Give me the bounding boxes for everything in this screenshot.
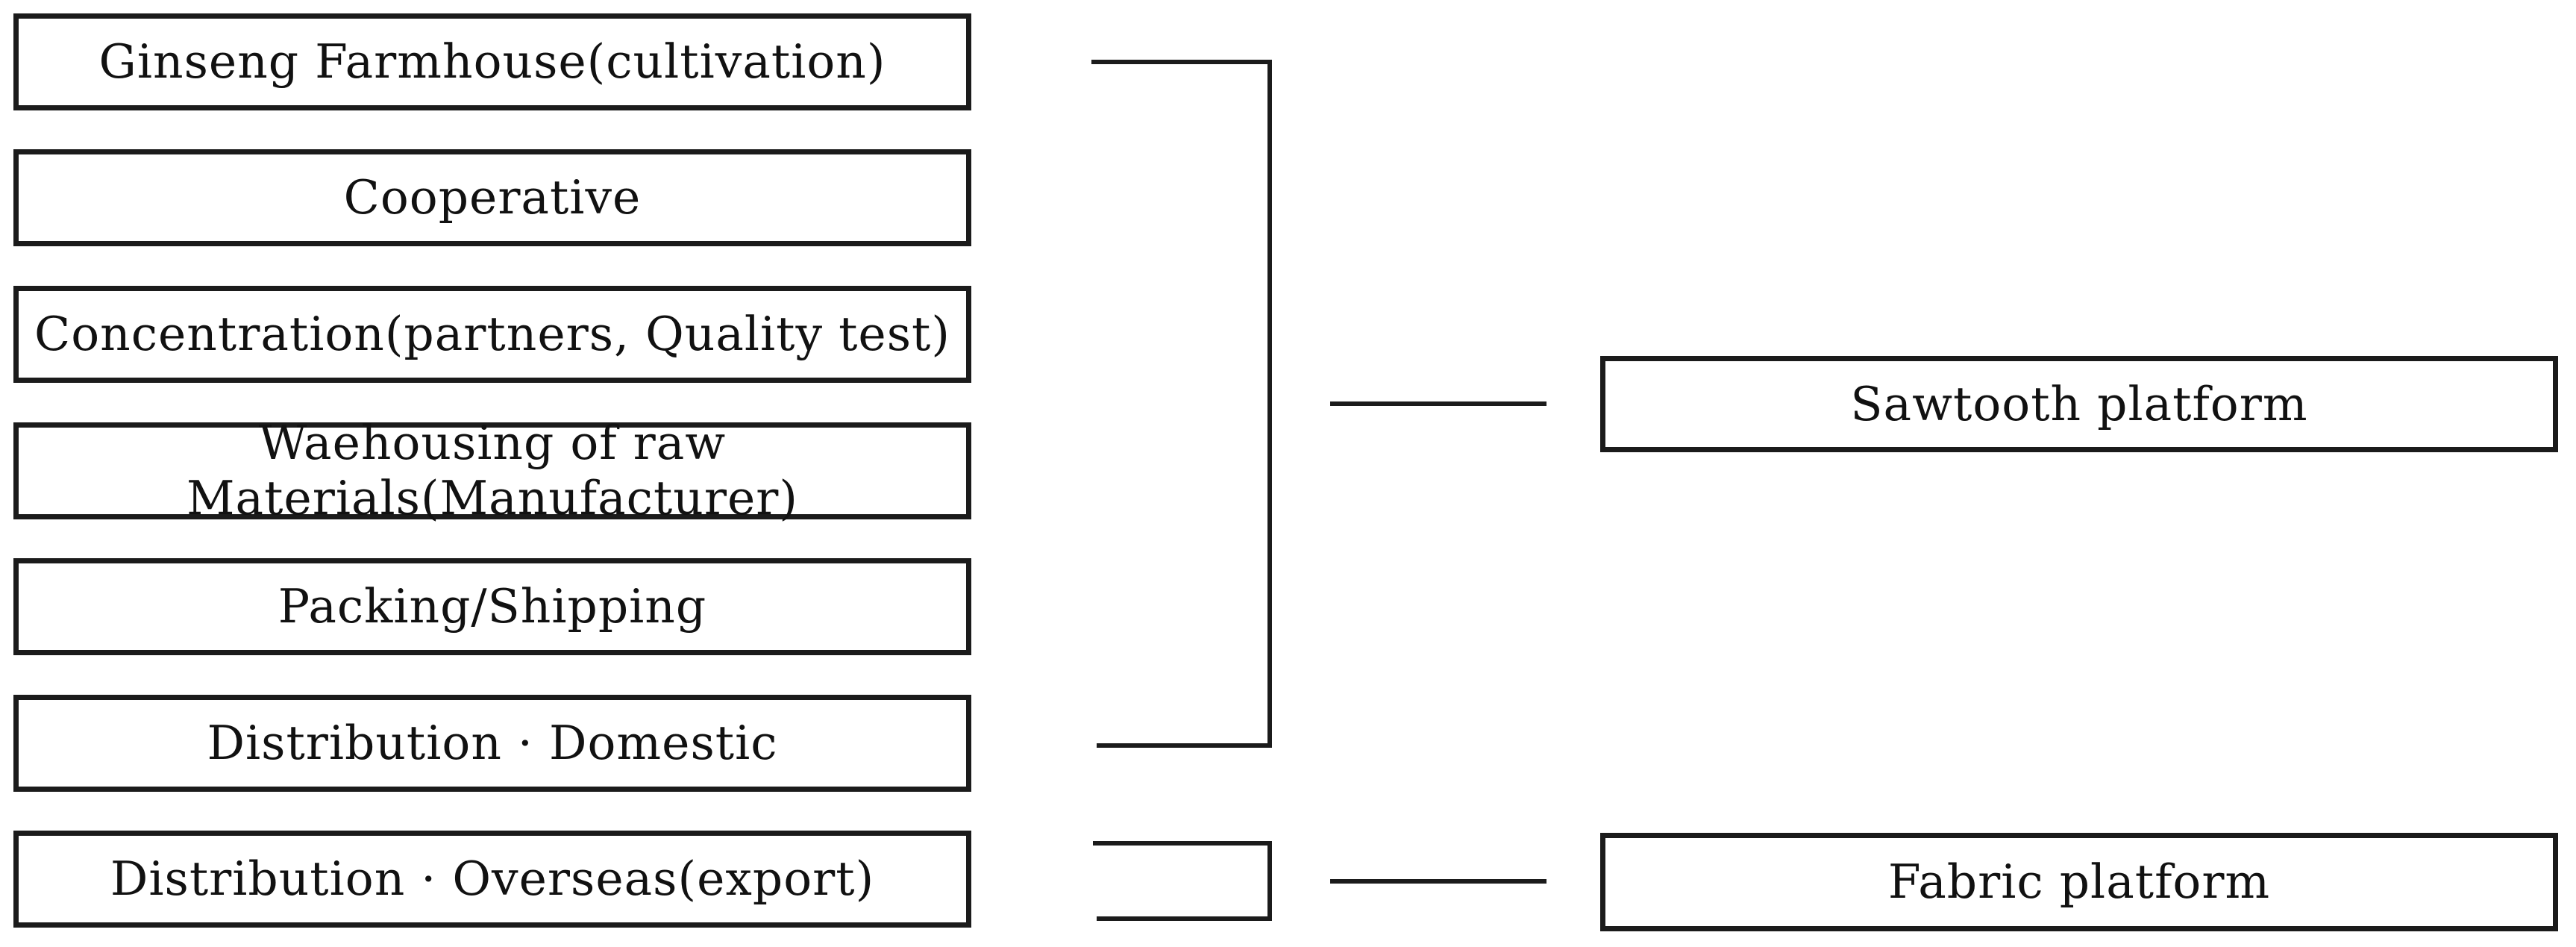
box-ginseng-farmhouse: Ginseng Farmhouse(cultivation): [13, 13, 971, 110]
sawtooth-connector-line: [1330, 401, 1546, 406]
fabric-connector-line: [1330, 879, 1546, 884]
box-label: Cooperative: [343, 170, 642, 225]
small-bracket-bottom-line: [1097, 916, 1272, 921]
small-bracket-vertical-line: [1267, 841, 1272, 921]
box-warehousing-raw-materials: Waehousing of raw Materials(Manufacturer…: [13, 416, 971, 525]
box-label-line-2: Materials(Manufacturer): [187, 471, 798, 525]
box-label: Concentration(partners, Quality test): [34, 307, 950, 361]
box-label: Distribution · Overseas(export): [110, 851, 875, 906]
box-fabric-platform: Fabric platform: [1600, 833, 2558, 931]
box-label-line-1: Waehousing of raw: [258, 416, 727, 470]
box-sawtooth-platform: Sawtooth platform: [1600, 356, 2558, 452]
bracket-bottom-line: [1097, 743, 1272, 748]
box-concentration: Concentration(partners, Quality test): [13, 286, 971, 383]
box-distribution-overseas: Distribution · Overseas(export): [13, 831, 971, 928]
box-label: Packing/Shipping: [278, 579, 707, 634]
box-label: Fabric platform: [1887, 854, 2271, 909]
box-label: Ginseng Farmhouse(cultivation): [98, 34, 886, 89]
box-distribution-domestic: Distribution · Domestic: [13, 695, 971, 792]
box-label: Distribution · Domestic: [207, 716, 778, 770]
bracket-top-line: [1091, 60, 1272, 64]
small-bracket-top-line: [1093, 841, 1272, 846]
box-packing-shipping: Packing/Shipping: [13, 558, 971, 655]
bracket-vertical-line: [1267, 60, 1272, 748]
box-label: Sawtooth platform: [1850, 376, 2308, 431]
box-cooperative: Cooperative: [13, 149, 971, 246]
